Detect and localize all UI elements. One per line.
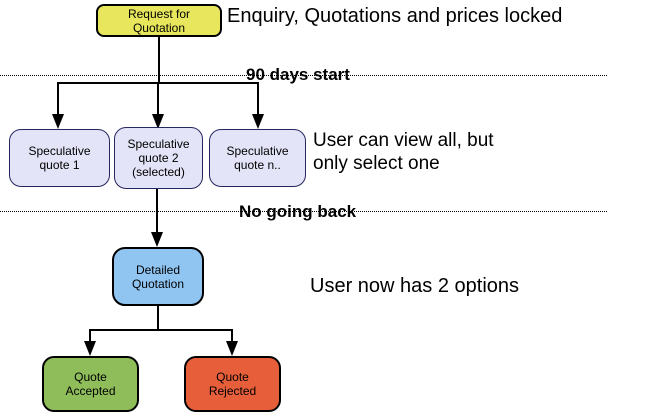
phase-divider-90-days (0, 75, 607, 76)
connector-drop-quoten (257, 82, 259, 115)
node-request-for-quotation: Request for Quotation (96, 4, 222, 37)
node-speculative-quote-n: Speculative quote n.. (209, 129, 306, 187)
node-quote-accepted: Quote Accepted (42, 356, 139, 412)
connector-quote2-down (156, 189, 158, 233)
connector-drop-accepted (89, 329, 91, 342)
connector-branch-bottom (89, 329, 233, 331)
arrowhead-down-icon (226, 341, 238, 356)
arrowhead-down-icon (52, 114, 64, 129)
connector-request-down (158, 37, 160, 83)
annotation-enquiry: Enquiry, Quotations and prices locked (227, 5, 563, 27)
annotation-view-all: User can view all, but only select one (313, 130, 494, 174)
annotation-two-options: User now has 2 options (310, 275, 520, 297)
node-detailed-quotation: Detailed Quotation (112, 247, 204, 306)
node-speculative-quote-1: Speculative quote 1 (9, 129, 110, 187)
phase-divider-no-going-back (0, 211, 607, 212)
arrowhead-down-icon (151, 232, 163, 247)
arrowhead-down-icon (252, 114, 264, 129)
node-speculative-quote-2: Speculative quote 2 (selected) (114, 127, 203, 189)
connector-drop-quote2 (157, 82, 159, 115)
annotation-90-days-start: 90 days start (246, 65, 350, 84)
arrowhead-down-icon (152, 114, 164, 129)
annotation-no-going-back: No going back (239, 202, 357, 221)
connector-detailed-down (157, 306, 159, 331)
connector-drop-quote1 (57, 82, 59, 115)
node-quote-rejected: Quote Rejected (184, 356, 281, 412)
connector-drop-rejected (231, 329, 233, 342)
arrowhead-down-icon (84, 341, 96, 356)
